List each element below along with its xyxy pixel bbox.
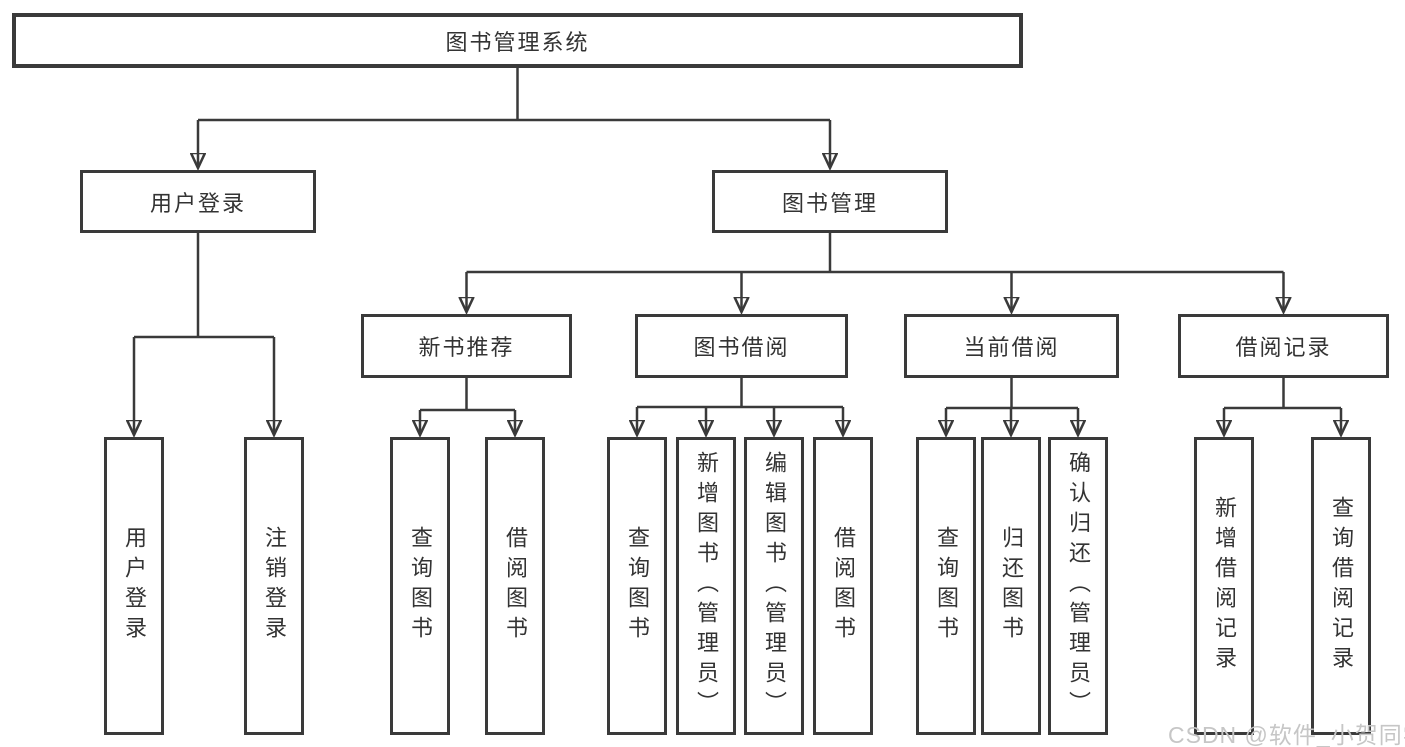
leaf-query-books-recommend: 查询图书: [390, 437, 450, 735]
node-label: 借阅记录: [1235, 335, 1332, 360]
node-label: 注销登录: [262, 526, 287, 646]
node-label: 借阅图书: [503, 526, 528, 646]
node-label: 新书推荐: [418, 335, 515, 360]
node-label: 用户登录: [149, 190, 246, 216]
connector-root: [198, 68, 830, 168]
node-book-borrow: 图书借阅: [635, 314, 848, 378]
leaf-return-books: 归还图书: [981, 437, 1041, 735]
leaf-logout: 注销登录: [244, 437, 304, 735]
leaf-add-borrow-record: 新增借阅记录: [1194, 437, 1254, 735]
node-label: 图书借阅: [693, 335, 790, 360]
leaf-query-books-current: 查询图书: [916, 437, 976, 735]
node-label: 新增借阅记录: [1212, 496, 1237, 676]
node-label: 图书管理系统: [445, 29, 590, 55]
csdn-watermark: CSDN @软件_小贺同学: [1168, 722, 1405, 747]
node-borrow-records: 借阅记录: [1178, 314, 1389, 378]
node-new-book-recommend: 新书推荐: [361, 314, 572, 378]
node-label: 当前借阅: [963, 335, 1060, 360]
node-label: 查询图书: [625, 526, 650, 646]
leaf-borrow-books: 借阅图书: [813, 437, 873, 735]
leaf-user-login: 用户登录: [104, 437, 164, 735]
node-label: 查询借阅记录: [1329, 496, 1354, 676]
leaf-confirm-return-admin: 确认归还（管理员）: [1048, 437, 1108, 735]
node-library-system: 图书管理系统: [12, 13, 1023, 68]
node-label: 查询图书: [934, 526, 959, 646]
leaf-query-books-borrow: 查询图书: [607, 437, 667, 735]
node-label: 查询图书: [408, 526, 433, 646]
node-user-login: 用户登录: [80, 170, 316, 233]
node-book-management: 图书管理: [712, 170, 948, 233]
connector-current-borrow: [946, 378, 1078, 435]
leaf-edit-books-admin: 编辑图书（管理员）: [744, 437, 804, 735]
node-current-borrow: 当前借阅: [904, 314, 1119, 378]
node-label: 用户登录: [122, 526, 147, 646]
connector-book-borrow: [637, 378, 843, 435]
leaf-add-books-admin: 新增图书（管理员）: [676, 437, 736, 735]
node-label: 新增图书（管理员）: [694, 451, 719, 721]
node-label: 编辑图书（管理员）: [762, 451, 787, 721]
node-label: 确认归还（管理员）: [1066, 451, 1091, 721]
node-label: 归还图书: [999, 526, 1024, 646]
connector-book-management: [467, 233, 1284, 312]
node-label: 图书管理: [781, 190, 878, 216]
leaf-query-borrow-record: 查询借阅记录: [1311, 437, 1371, 735]
connector-borrow-records: [1224, 378, 1341, 435]
node-label: 借阅图书: [831, 526, 856, 646]
connector-new-book: [420, 378, 515, 435]
connector-user-login: [134, 233, 274, 435]
leaf-borrow-books-recommend: 借阅图书: [485, 437, 545, 735]
